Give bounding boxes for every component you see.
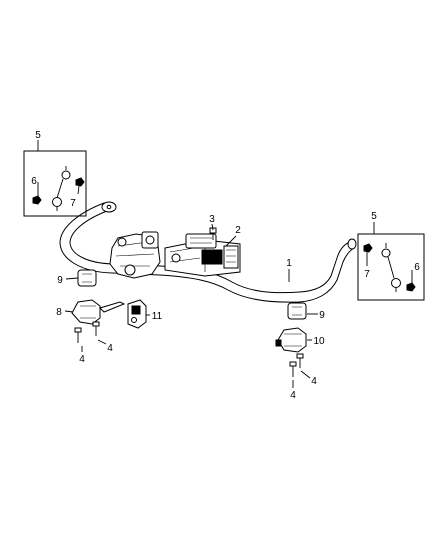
callout-9-right: 9 <box>319 310 325 321</box>
callout-9-left: 9 <box>57 275 63 286</box>
actuator-bracket <box>127 299 147 329</box>
left-bushing-clamp <box>71 299 126 325</box>
stabilizer-actuator <box>109 231 241 279</box>
callout-11: 11 <box>152 311 163 322</box>
callout-4-right-a: 4 <box>290 390 296 401</box>
callout-7-right: 7 <box>364 269 370 280</box>
left-bolt-b <box>92 321 100 336</box>
callout-8: 8 <box>56 307 62 318</box>
right-link-nut-7 <box>363 243 373 253</box>
left-link-nut-6 <box>32 195 42 205</box>
callout-4-left-b: 4 <box>107 343 113 354</box>
left-link-nut-7 <box>75 177 85 187</box>
callout-5-left: 5 <box>35 130 41 141</box>
left-stabilizer-link <box>52 166 71 211</box>
callout-5-right: 5 <box>371 211 377 222</box>
callout-7-left: 7 <box>70 198 76 209</box>
leader-lines <box>37 140 413 388</box>
stabilizer-bar <box>59 201 357 303</box>
callout-6-right: 6 <box>414 262 420 273</box>
left-bushing <box>77 269 97 287</box>
left-link-detail-box <box>23 150 87 217</box>
callout-4-left-a: 4 <box>79 354 85 365</box>
callout-2: 2 <box>235 225 241 236</box>
right-bolt-b <box>296 353 304 368</box>
callout-6-left: 6 <box>31 176 37 187</box>
callout-3: 3 <box>209 214 215 225</box>
callout-1: 1 <box>286 258 292 269</box>
right-stabilizer-link <box>381 243 401 292</box>
callout-10: 10 <box>313 336 325 347</box>
right-bolt-a <box>289 361 297 377</box>
right-link-nut-6 <box>406 282 416 292</box>
right-bushing <box>287 302 307 320</box>
right-bushing-clamp <box>275 327 307 353</box>
left-bolt-a <box>74 327 82 343</box>
callout-4-right-b: 4 <box>311 376 317 387</box>
right-link-detail-box <box>357 233 425 301</box>
